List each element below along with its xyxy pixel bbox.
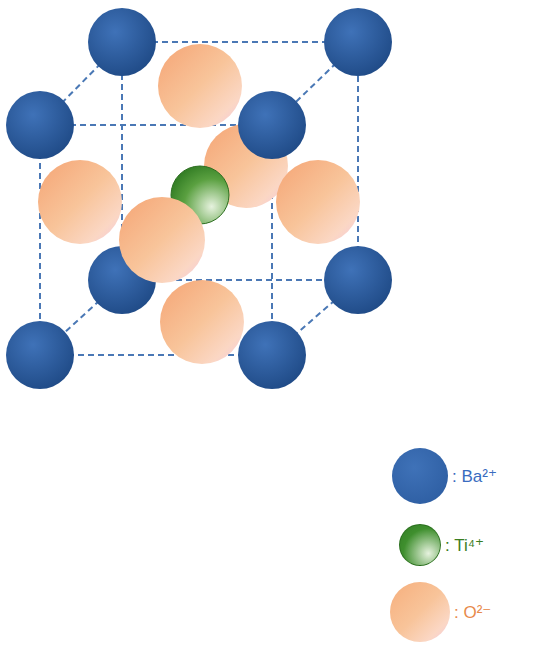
atoms: [6, 8, 392, 389]
legend-swatch: [390, 582, 450, 642]
legend-swatch: [392, 448, 448, 504]
legend-label: : Ti⁴⁺: [445, 535, 484, 556]
legend-label: : Ba²⁺: [452, 466, 497, 487]
legend-swatch: [399, 524, 441, 566]
legend-label: : O²⁻: [454, 602, 491, 623]
